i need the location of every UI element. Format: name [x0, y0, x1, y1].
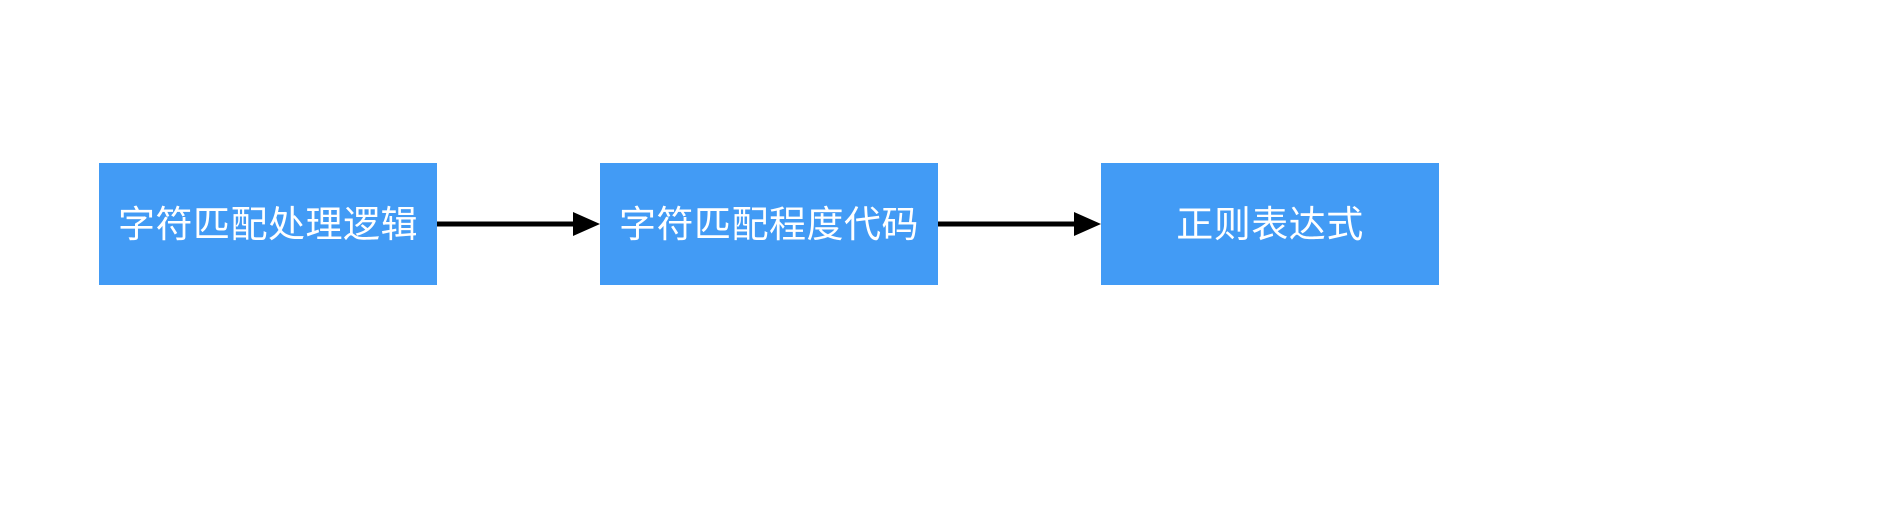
arrow-right-icon: [437, 212, 600, 236]
flow-node-3[interactable]: 正则表达式: [1101, 163, 1439, 285]
flow-node-2-label: 字符匹配程度代码: [619, 203, 919, 245]
flow-node-2[interactable]: 字符匹配程度代码: [600, 163, 938, 285]
flow-arrow-1: [437, 163, 600, 285]
flow-node-1-label: 字符匹配处理逻辑: [118, 203, 418, 245]
flow-node-1[interactable]: 字符匹配处理逻辑: [99, 163, 437, 285]
flowchart-sequence: 字符匹配处理逻辑 字符匹配程度代码 正则表达式: [0, 163, 1884, 285]
arrow-right-icon: [938, 212, 1101, 236]
flow-arrow-2: [938, 163, 1101, 285]
flow-node-3-label: 正则表达式: [1176, 203, 1364, 245]
